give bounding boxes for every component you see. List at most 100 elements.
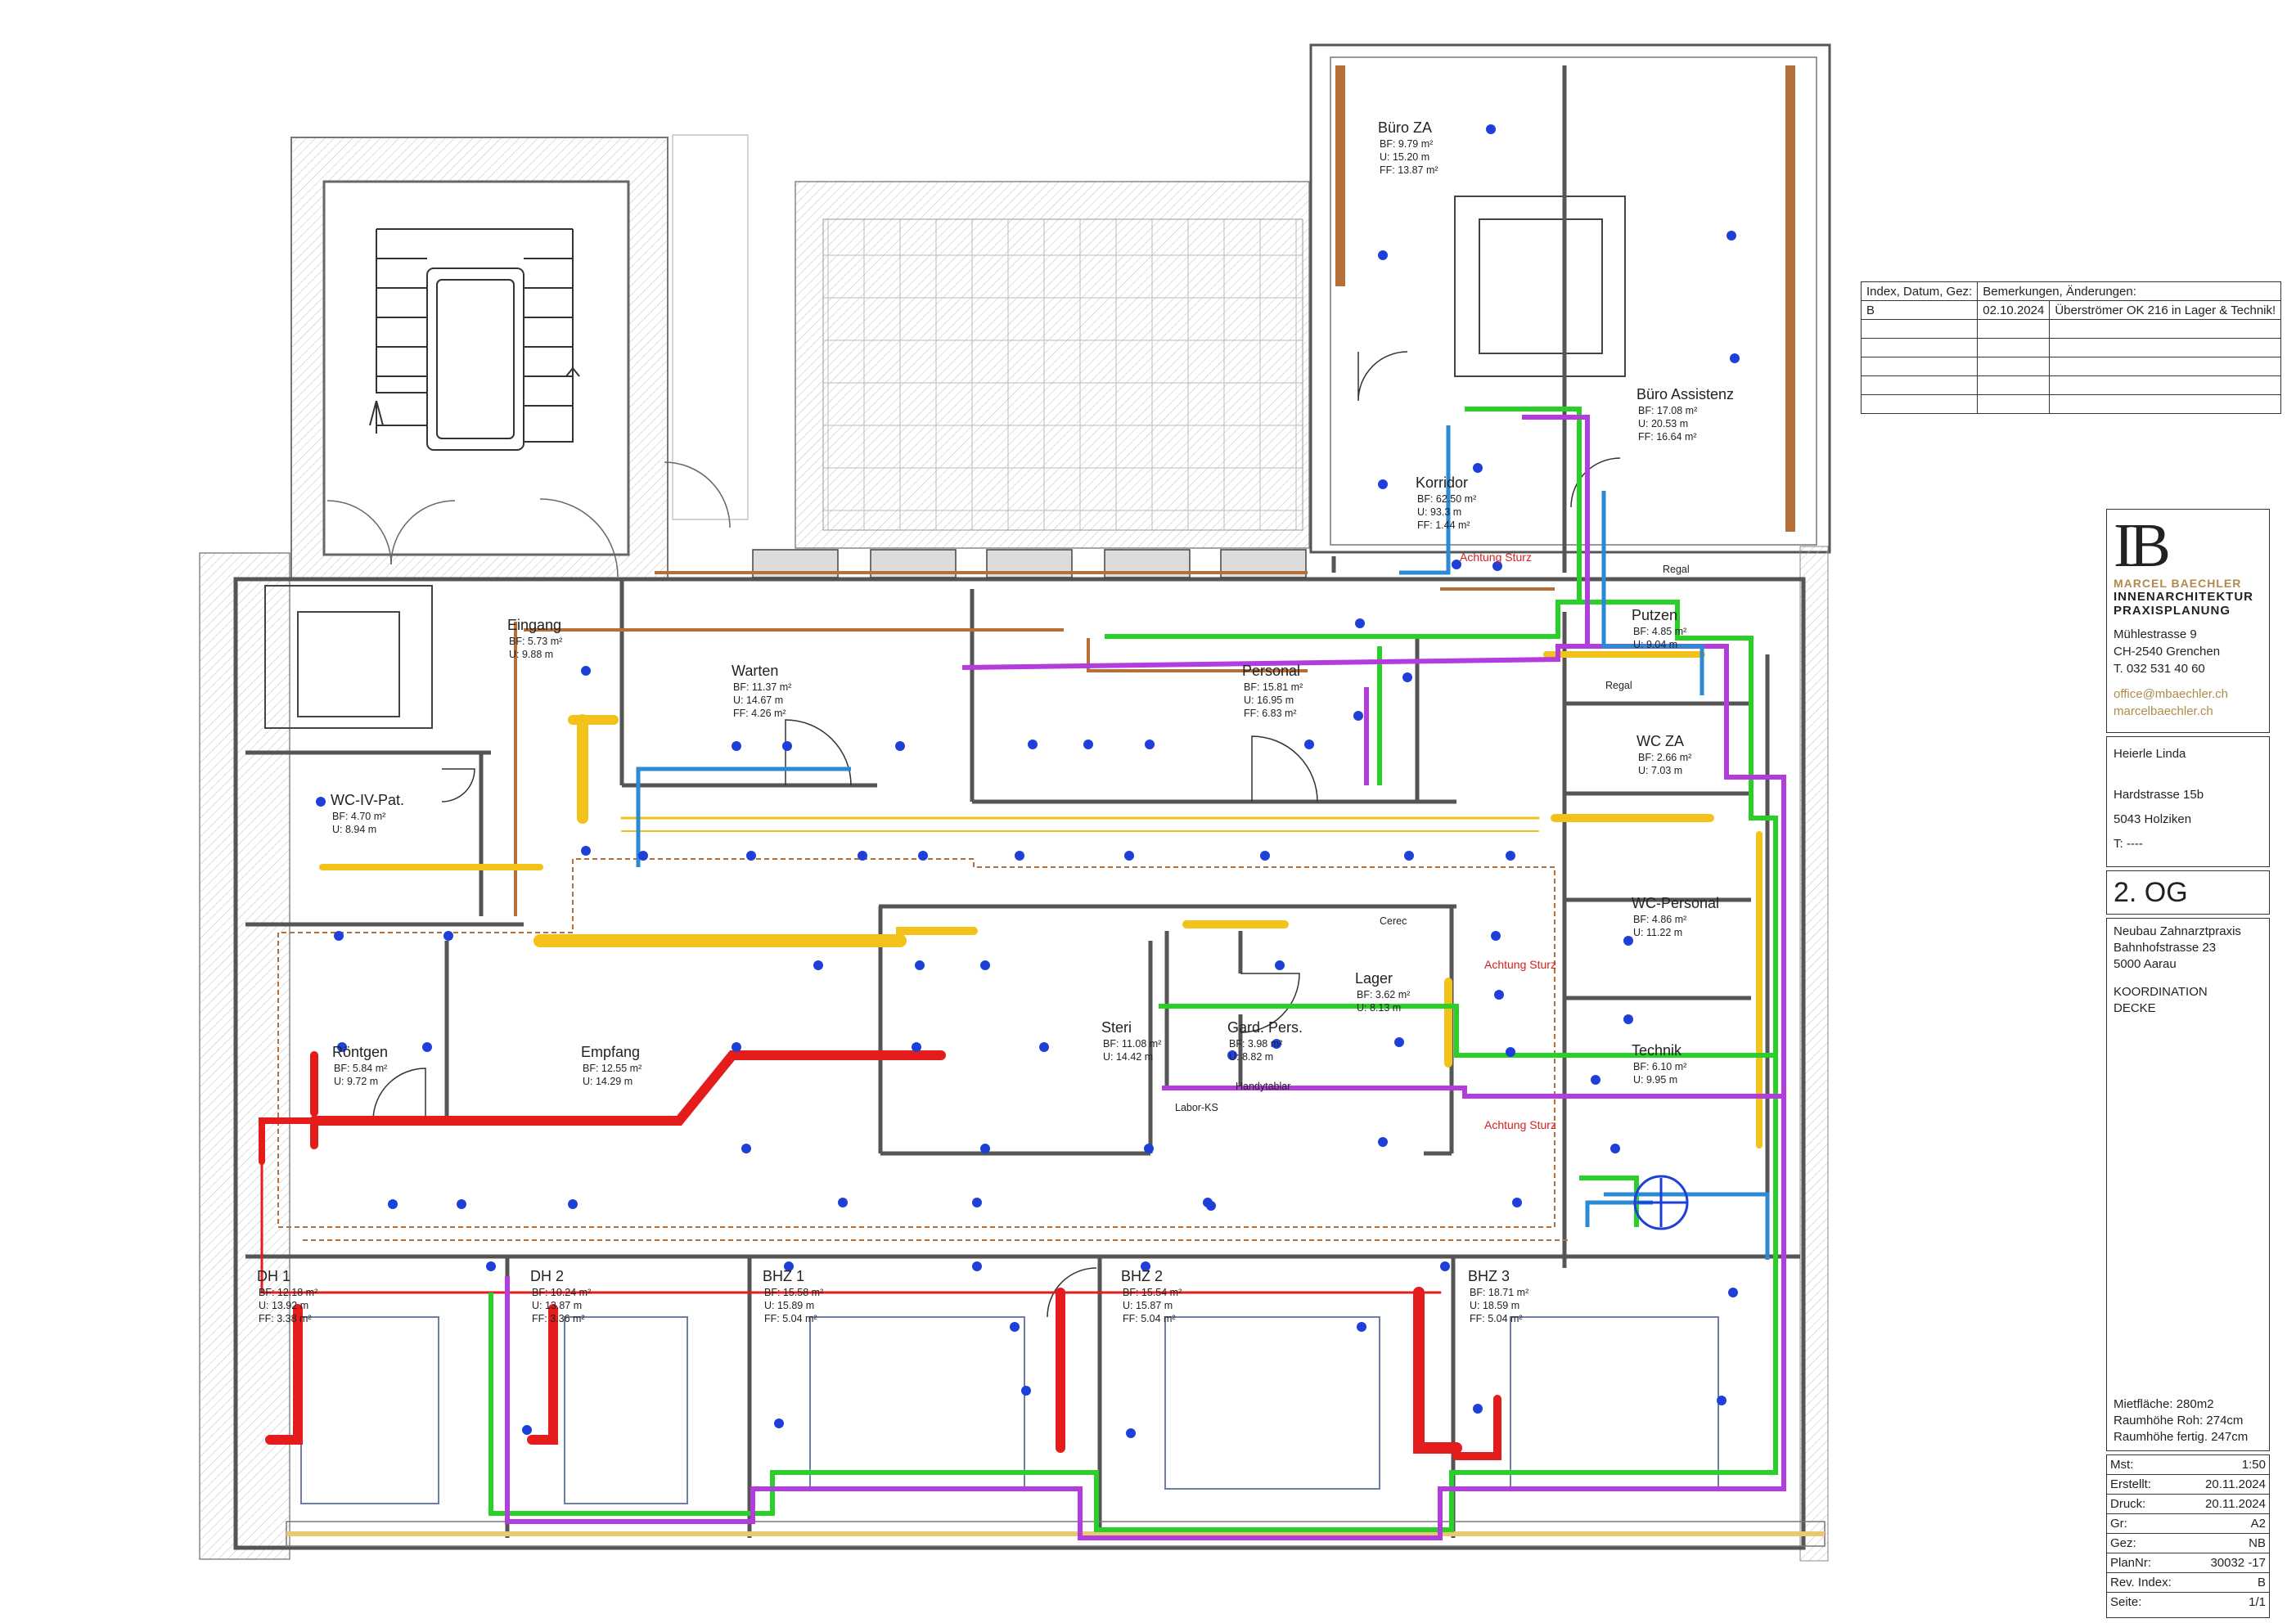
ceiling-lamps: [316, 124, 1740, 1438]
table-row: [1860, 338, 2282, 357]
room-metric: FF: 6.83 m²: [1244, 708, 1297, 719]
room-metric: U: 14.29 m: [583, 1076, 633, 1087]
project-line3: 5000 Aarau: [2114, 957, 2177, 971]
lamp-dot: [813, 960, 823, 970]
lamp-dot: [1727, 231, 1736, 241]
lamp-dot: [1124, 851, 1134, 861]
lamp-dot: [1512, 1198, 1522, 1207]
room-name: Personal: [1242, 663, 1300, 679]
room-metric: BF: 3.62 m²: [1357, 989, 1410, 1000]
label-achtung-sturz: Achtung Sturz: [1484, 1118, 1556, 1131]
revision-index: [1860, 375, 1979, 395]
room-name: Röntgen: [332, 1044, 388, 1060]
floor-title: 2. OG: [2114, 877, 2188, 908]
lamp-dot: [1378, 1137, 1388, 1147]
revision-index: [1860, 357, 1979, 376]
room-metric: U: 93.3 m: [1417, 506, 1461, 518]
room-metric: U: 9.04 m: [1633, 639, 1677, 650]
revision-remark: [2049, 375, 2282, 395]
room-metric: U: 15.89 m: [764, 1300, 814, 1311]
lamp-dot: [1227, 1050, 1237, 1060]
room-metric: FF: 5.04 m²: [1123, 1313, 1176, 1324]
lamp-dot: [1473, 1404, 1483, 1414]
lamp-dot: [1394, 1037, 1404, 1047]
room-name: Büro Assistenz: [1636, 386, 1734, 402]
meta-row: Mst: 1:50: [2107, 1455, 2269, 1475]
lamp-dot: [1404, 851, 1414, 861]
area-raumhoehe-roh: Raumhöhe Roh: 274cm: [2114, 1414, 2244, 1427]
room-name: WC ZA: [1636, 733, 1684, 749]
firm-city: CH-2540 Grenchen: [2114, 645, 2221, 659]
lamp-dot: [638, 851, 648, 861]
meta-row: Rev. Index:B: [2107, 1573, 2269, 1593]
room-metric: BF: 4.85 m²: [1633, 626, 1686, 637]
room-metric: FF: 3.38 m²: [259, 1313, 312, 1324]
lamp-dot: [1028, 740, 1038, 749]
revision-remark: [2049, 338, 2282, 357]
client-street: Hardstrasse 15b: [2114, 788, 2204, 802]
lamp-dot: [1260, 851, 1270, 861]
room-metric: U: 14.67 m: [733, 695, 783, 706]
firm-web[interactable]: marcelbaechler.ch: [2114, 704, 2213, 718]
label-labor-ks: Labor-KS: [1175, 1102, 1218, 1113]
lamp-dot: [457, 1199, 466, 1209]
lamp-dot: [784, 1261, 794, 1271]
lamp-dot: [1275, 960, 1285, 970]
label-cerec: Cerec: [1380, 915, 1407, 927]
lamp-dot: [972, 1198, 982, 1207]
title-block: IB MARCEL BAECHLER INNENARCHITEKTUR PRAX…: [2106, 509, 2271, 1621]
meta-row: PlanNr:30032 -17: [2107, 1553, 2269, 1573]
room-metric: BF: 3.98 m²: [1229, 1038, 1282, 1050]
meta-value: NB: [2249, 1536, 2266, 1550]
lamp-dot: [915, 960, 925, 970]
firm-street: Mühlestrasse 9: [2114, 627, 2197, 641]
table-row: [1860, 375, 2282, 395]
room-metric: BF: 11.37 m²: [733, 681, 791, 693]
room-metric: FF: 13.87 m²: [1380, 164, 1438, 176]
lamp-dot: [1491, 931, 1501, 941]
room-name: WC-IV-Pat.: [331, 792, 404, 808]
room-metric: BF: 15.58 m²: [764, 1287, 823, 1298]
floor-plan: Regal Regal Cerec Handytablar Labor-KS A…: [199, 43, 1831, 1562]
lamp-dot: [732, 1042, 741, 1052]
room-metric: U: 15.87 m: [1123, 1300, 1173, 1311]
revision-header-index: Index, Datum, Gez:: [1860, 281, 1979, 301]
project-type1: KOORDINATION: [2114, 985, 2208, 999]
room-metric: U: 15.20 m: [1380, 151, 1429, 163]
revision-header-remarks: Bemerkungen, Änderungen:: [1977, 281, 2282, 301]
room-name: Korridor: [1416, 474, 1468, 491]
meta-label: Seite:: [2110, 1595, 2142, 1609]
lamp-dot: [980, 1144, 990, 1153]
room-metric: U: 16.95 m: [1244, 695, 1294, 706]
meta-row: Erstellt:20.11.2024: [2107, 1475, 2269, 1495]
ceiling-outline: [277, 858, 1568, 1241]
meta-row: Seite: 1/1: [2107, 1593, 2269, 1612]
lamp-dot: [1145, 740, 1155, 749]
room-metric: U: 13.92 m: [259, 1300, 308, 1311]
meta-value: 1/1: [2249, 1595, 2266, 1609]
revision-index: [1860, 338, 1979, 357]
lamp-dot: [1473, 463, 1483, 473]
revision-remark: [2049, 394, 2282, 414]
project-line2: Bahnhofstrasse 23: [2114, 941, 2217, 955]
room-metric: BF: 6.10 m²: [1633, 1061, 1686, 1072]
table-row: [1860, 394, 2282, 414]
meta-row: Gr:A2: [2107, 1514, 2269, 1534]
table-row: B 02.10.2024 Überströmer OK 216 in Lager…: [1860, 300, 2282, 320]
meta-value: 1:50: [2241, 1458, 2266, 1472]
room-metric: BF: 10.24 m²: [532, 1287, 591, 1298]
meta-label: Mst:: [2110, 1458, 2134, 1472]
room-name: Putzen: [1632, 607, 1677, 623]
lamp-dot: [858, 851, 867, 861]
lamp-dot: [732, 741, 741, 751]
label-achtung-sturz: Achtung Sturz: [1484, 958, 1556, 971]
firm-email[interactable]: office@mbaechler.ch: [2114, 687, 2229, 701]
revision-header: Index, Datum, Gez: Bemerkungen, Änderung…: [1860, 281, 2282, 301]
lamp-dot: [581, 846, 591, 856]
room-metric: BF: 12.55 m²: [583, 1063, 642, 1074]
revision-date: [1977, 357, 2051, 376]
lamp-dot: [1015, 851, 1024, 861]
lamp-dot: [568, 1199, 578, 1209]
revision-remark: Überströmer OK 216 in Lager & Technik!: [2049, 300, 2282, 320]
room-metric: FF: 4.26 m²: [733, 708, 786, 719]
